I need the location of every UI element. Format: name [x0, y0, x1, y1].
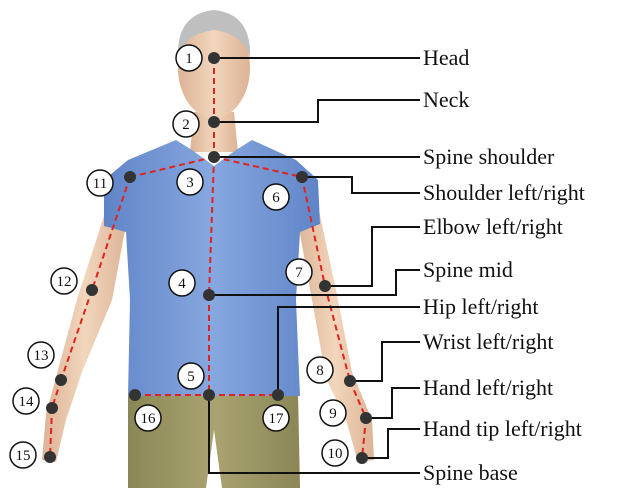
joint-badge-hand-left: 9	[320, 400, 346, 426]
joint-badge-wrist-left: 8	[307, 357, 333, 383]
joint-badge-spine-shoulder: 3	[177, 169, 203, 195]
joint-number: 8	[316, 363, 324, 379]
joint-dot-shoulder-right	[124, 171, 136, 183]
joint-number: 13	[34, 348, 49, 364]
joint-badge-hip-right: 16	[135, 405, 161, 431]
joint-number: 14	[19, 394, 35, 410]
joint-dot-hand-left	[360, 412, 372, 424]
joint-label: Spine mid	[423, 257, 513, 282]
leader-line	[214, 100, 420, 122]
joint-dot-neck	[208, 116, 220, 128]
joint-badge-elbow-right: 12	[51, 268, 77, 294]
joint-number: 3	[186, 175, 194, 191]
joint-dot-hip-right	[129, 389, 141, 401]
joint-label: Shoulder left/right	[423, 180, 585, 205]
joint-dot-spine-shoulder	[208, 151, 220, 163]
joint-number: 1	[185, 51, 193, 67]
joint-dot-elbow-left	[319, 280, 331, 292]
joint-badge-shoulder-left: 6	[263, 184, 289, 210]
joint-number: 5	[187, 369, 195, 385]
joint-label: Neck	[423, 87, 469, 112]
joint-label: Head	[423, 45, 469, 70]
joint-number: 17	[269, 411, 285, 427]
joint-label: Wrist left/right	[423, 329, 553, 354]
leader-line	[350, 342, 420, 381]
leader-line	[302, 177, 420, 193]
joint-dot-hand-tip-right	[44, 451, 56, 463]
joint-badge-hand-tip-left: 10	[322, 440, 348, 466]
joint-dot-head	[208, 52, 220, 64]
joint-badge-wrist-right: 13	[28, 342, 54, 368]
leader-line	[366, 388, 420, 418]
joint-badge-head: 1	[176, 45, 202, 71]
joint-dot-elbow-right	[86, 284, 98, 296]
joint-number: 11	[93, 176, 107, 192]
joint-label: Spine base	[423, 460, 518, 485]
joint-label: Spine shoulder	[423, 144, 555, 169]
joint-number: 2	[182, 117, 190, 133]
joint-label: Hand left/right	[423, 375, 553, 400]
joint-badge-neck: 2	[173, 111, 199, 137]
joint-dot-wrist-left	[344, 375, 356, 387]
joint-badge-spine-mid: 4	[169, 270, 195, 296]
joint-badge-elbow-left: 7	[286, 259, 312, 285]
joint-dot-hand-tip-left	[356, 452, 368, 464]
joint-number: 4	[178, 276, 186, 292]
joint-badge-spine-base: 5	[178, 363, 204, 389]
joint-badge-hand-right: 14	[13, 388, 39, 414]
joint-dot-shoulder-left	[296, 171, 308, 183]
joint-label: Hip left/right	[423, 294, 538, 319]
joint-label: Hand tip left/right	[423, 416, 582, 441]
arm-image-left	[42, 210, 128, 462]
joint-dot-wrist-right	[55, 374, 67, 386]
joint-dot-hip-left	[272, 389, 284, 401]
joint-label: Elbow left/right	[423, 214, 563, 239]
joint-badge-hip-left: 17	[263, 405, 289, 431]
joint-number: 16	[141, 411, 157, 427]
joint-dot-spine-mid	[203, 289, 215, 301]
joint-dot-hand-right	[46, 402, 58, 414]
joint-number: 12	[57, 274, 72, 290]
joint-dot-spine-base	[203, 389, 215, 401]
joint-number: 7	[295, 265, 303, 281]
joint-badge-hand-tip-right: 15	[10, 442, 36, 468]
joint-number: 6	[272, 190, 280, 206]
joint-badge-shoulder-right: 11	[87, 170, 113, 196]
joint-number: 15	[16, 448, 31, 464]
joint-number: 10	[328, 446, 343, 462]
leader-line	[325, 227, 420, 286]
joint-number: 9	[329, 406, 337, 422]
